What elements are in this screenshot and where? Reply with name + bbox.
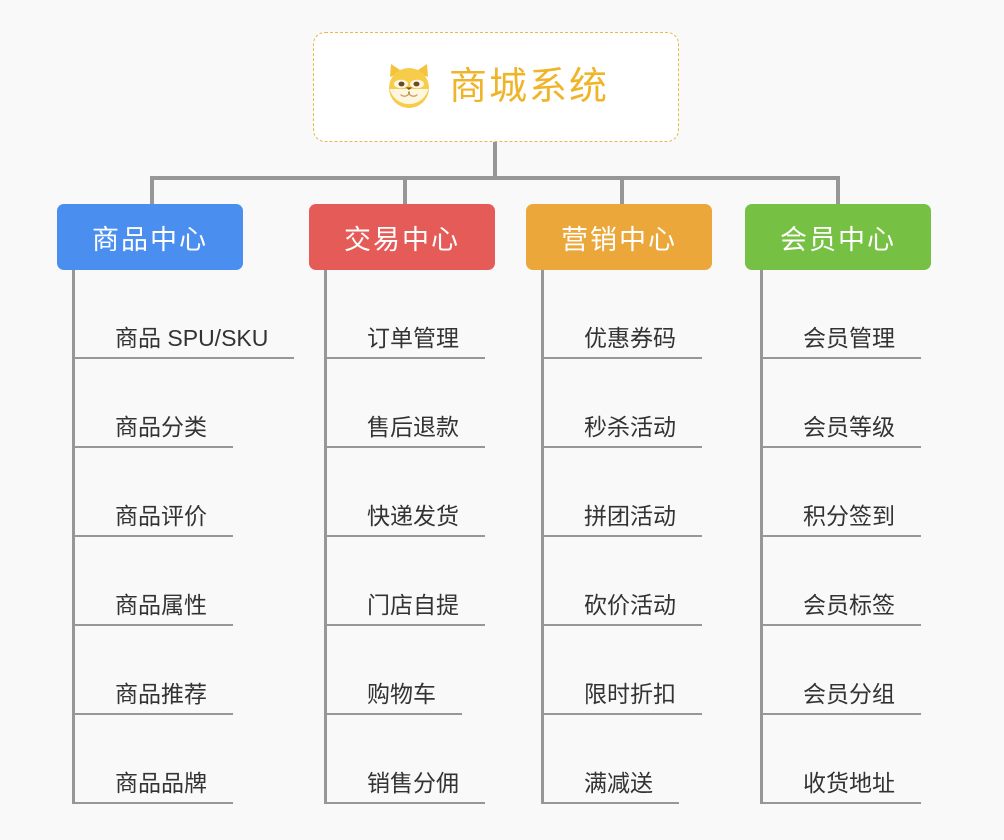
leaf-label: 商品评价	[75, 503, 233, 537]
category-header-member-center[interactable]: 会员中心	[745, 204, 931, 270]
leaf-label: 商品属性	[75, 592, 233, 626]
list-item[interactable]: 积分签到	[763, 448, 921, 537]
list-item[interactable]: 购物车	[327, 626, 462, 715]
list-item[interactable]: 商品分类	[75, 359, 233, 448]
list-item[interactable]: 订单管理	[327, 270, 485, 359]
leaf-label: 满减送	[544, 770, 679, 804]
list-item[interactable]: 限时折扣	[544, 626, 702, 715]
leaf-label: 会员等级	[763, 414, 921, 448]
leaf-label: 商品推荐	[75, 681, 233, 715]
list-item[interactable]: 商品评价	[75, 448, 233, 537]
list-item[interactable]: 秒杀活动	[544, 359, 702, 448]
leaf-label: 收货地址	[763, 770, 921, 804]
leaf-label: 拼团活动	[544, 503, 702, 537]
list-item[interactable]: 满减送	[544, 715, 679, 804]
list-item[interactable]: 商品推荐	[75, 626, 233, 715]
leaf-label: 秒杀活动	[544, 414, 702, 448]
category-header-transaction-center[interactable]: 交易中心	[309, 204, 495, 270]
leaf-label: 商品品牌	[75, 770, 233, 804]
leaf-spine	[760, 270, 763, 804]
leaf-spine	[324, 270, 327, 804]
leaf-label: 商品分类	[75, 414, 233, 448]
category-header-label: 交易中心	[344, 224, 460, 255]
leaf-label: 订单管理	[327, 325, 485, 359]
leaf-label: 砍价活动	[544, 592, 702, 626]
connector-root-stem	[493, 142, 497, 178]
leaf-label: 会员分组	[763, 681, 921, 715]
category-header-label: 营销中心	[561, 224, 677, 255]
leaf-label: 优惠券码	[544, 325, 702, 359]
list-item[interactable]: 会员分组	[763, 626, 921, 715]
category-header-marketing-center[interactable]: 营销中心	[526, 204, 712, 270]
list-item[interactable]: 商品品牌	[75, 715, 233, 804]
leaf-label: 会员管理	[763, 325, 921, 359]
connector-drop-1	[150, 176, 154, 204]
category-header-label: 会员中心	[780, 224, 896, 255]
connector-drop-2	[403, 176, 407, 204]
list-item[interactable]: 快递发货	[327, 448, 485, 537]
list-item[interactable]: 销售分佣	[327, 715, 485, 804]
list-item[interactable]: 会员管理	[763, 270, 921, 359]
leaf-label: 门店自提	[327, 592, 485, 626]
leaf-label: 积分签到	[763, 503, 921, 537]
list-item[interactable]: 商品 SPU/SKU	[75, 270, 295, 359]
list-item[interactable]: 门店自提	[327, 537, 485, 626]
leaf-label: 购物车	[327, 681, 462, 715]
leaf-label: 销售分佣	[327, 770, 485, 804]
root-node-label: 商城系统	[448, 66, 609, 108]
leaf-label: 售后退款	[327, 414, 485, 448]
root-node-shopping-mall-system[interactable]: 商城系统	[313, 32, 679, 142]
leaf-label: 快递发货	[327, 503, 485, 537]
leaf-spine	[541, 270, 544, 804]
category-header-label: 商品中心	[92, 224, 208, 255]
leaf-label: 会员标签	[763, 592, 921, 626]
category-header-product-center[interactable]: 商品中心	[57, 204, 243, 270]
leaf-spine	[72, 270, 75, 804]
shiba-dog-icon	[383, 61, 435, 113]
list-item[interactable]: 会员标签	[763, 537, 921, 626]
list-item[interactable]: 砍价活动	[544, 537, 702, 626]
leaf-label: 限时折扣	[544, 681, 702, 715]
connector-drop-4	[836, 176, 840, 204]
connector-horizontal-bus	[150, 176, 840, 180]
leaf-label: 商品 SPU/SKU	[75, 325, 295, 359]
list-item[interactable]: 售后退款	[327, 359, 485, 448]
list-item[interactable]: 拼团活动	[544, 448, 702, 537]
list-item[interactable]: 收货地址	[763, 715, 921, 804]
list-item[interactable]: 会员等级	[763, 359, 921, 448]
connector-drop-3	[620, 176, 624, 204]
list-item[interactable]: 商品属性	[75, 537, 233, 626]
list-item[interactable]: 优惠券码	[544, 270, 702, 359]
